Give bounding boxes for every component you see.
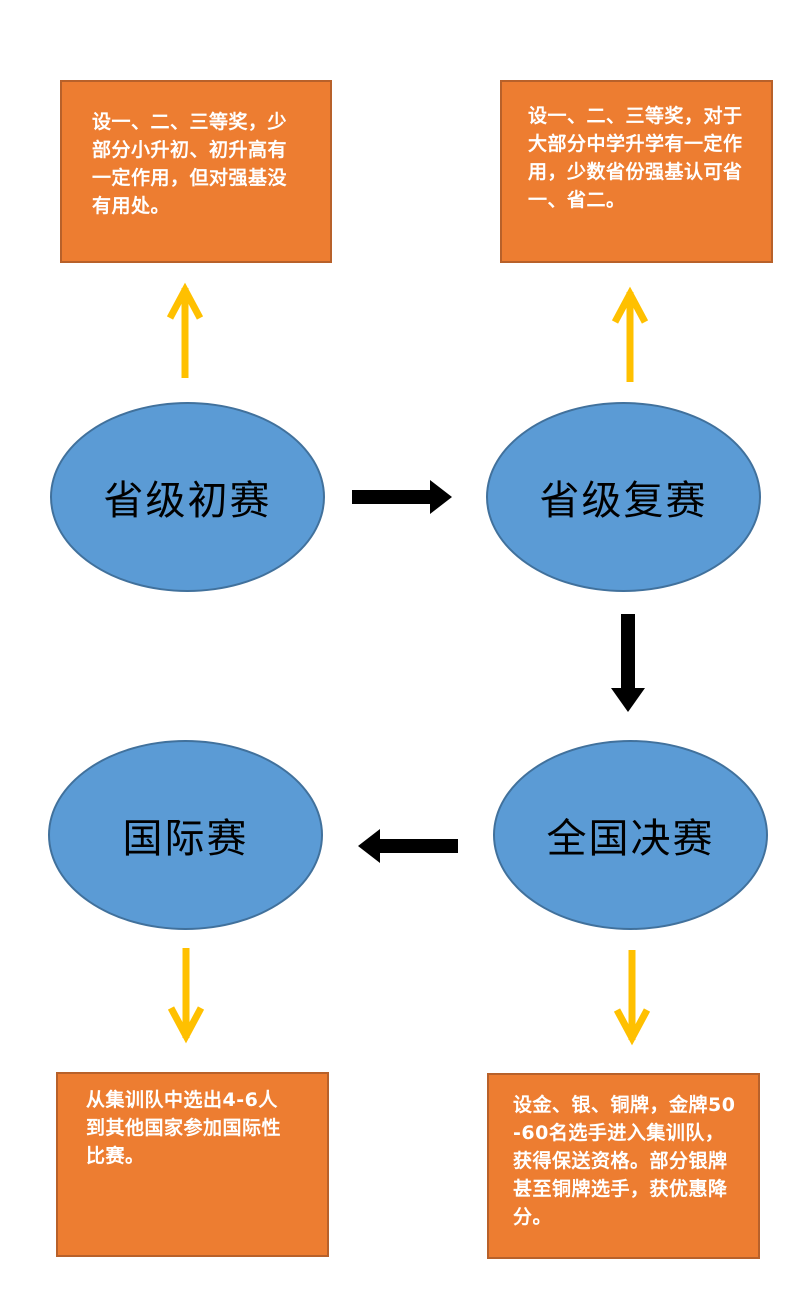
arrow-down-international-note <box>167 948 205 1044</box>
stage-label-provincial-prelim: 省级初赛 <box>103 478 272 524</box>
arrow-down-national-note <box>613 950 651 1046</box>
stage-label-international: 国际赛 <box>122 816 249 862</box>
stage-national-final: 全国决赛 <box>493 740 768 930</box>
note-text-provincial-final: 设一、二、三等奖，对于大部分中学升学有一定作用，少数省份强基认可省一、省二。 <box>528 105 743 211</box>
note-box-national-final: 设金、银、铜牌，金牌50-60名选手进入集训队，获得保送资格。部分银牌甚至铜牌选… <box>487 1073 760 1259</box>
arrow-down-final-to-national <box>611 614 645 712</box>
note-box-international: 从集训队中选出4-6人到其他国家参加国际性比赛。 <box>56 1072 329 1257</box>
note-text-provincial-prelim: 设一、二、三等奖，少部分小升初、初升高有一定作用，但对强基没有用处。 <box>92 111 288 217</box>
stage-label-provincial-final: 省级复赛 <box>539 478 708 524</box>
stage-provincial-prelim: 省级初赛 <box>50 402 325 592</box>
note-box-provincial-prelim: 设一、二、三等奖，少部分小升初、初升高有一定作用，但对强基没有用处。 <box>60 80 332 263</box>
note-text-international: 从集训队中选出4-6人到其他国家参加国际性比赛。 <box>86 1089 282 1167</box>
arrow-up-final-note <box>611 286 649 382</box>
stage-label-national-final: 全国决赛 <box>546 816 715 862</box>
arrow-up-prelim-note <box>166 282 204 378</box>
arrow-right-prelim-to-final <box>352 480 452 514</box>
stage-provincial-final: 省级复赛 <box>486 402 761 592</box>
stage-international: 国际赛 <box>48 740 323 930</box>
note-text-national-final: 设金、银、铜牌，金牌50-60名选手进入集训队，获得保送资格。部分银牌甚至铜牌选… <box>513 1094 736 1228</box>
arrow-left-national-to-international <box>358 829 458 863</box>
note-box-provincial-final: 设一、二、三等奖，对于大部分中学升学有一定作用，少数省份强基认可省一、省二。 <box>500 80 773 263</box>
